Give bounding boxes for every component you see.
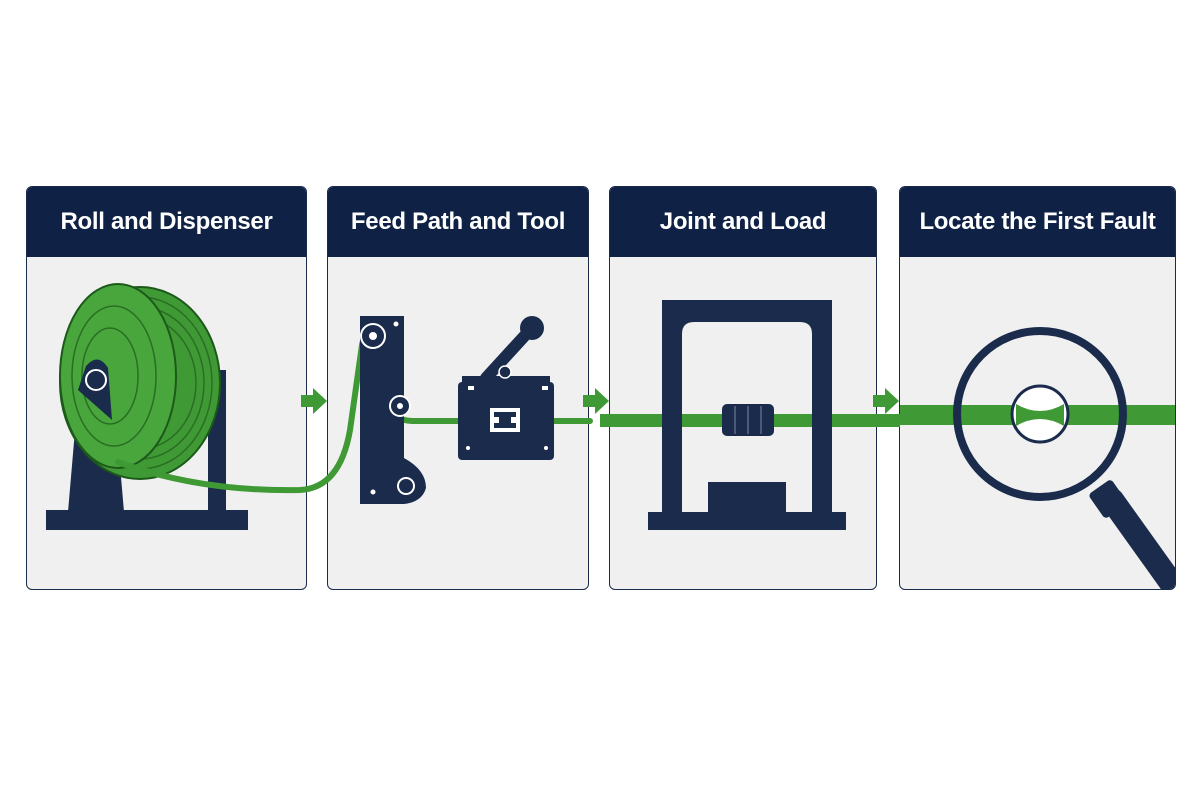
panel-title: Roll and Dispenser xyxy=(27,187,306,257)
guide-bracket-icon xyxy=(360,316,426,504)
panel-title: Locate the First Fault xyxy=(900,187,1175,257)
magnifier-icon xyxy=(953,327,1175,589)
joint-icon xyxy=(722,404,774,436)
crimp-tool-icon xyxy=(458,316,554,460)
panel-title: Feed Path and Tool xyxy=(328,187,588,257)
arrow-right-icon xyxy=(583,388,609,414)
arrow-right-icon xyxy=(873,388,899,414)
roll-icon xyxy=(59,283,221,480)
panel-title: Joint and Load xyxy=(610,187,876,257)
load-frame-icon xyxy=(648,300,846,530)
arrow-right-icon xyxy=(301,388,327,414)
